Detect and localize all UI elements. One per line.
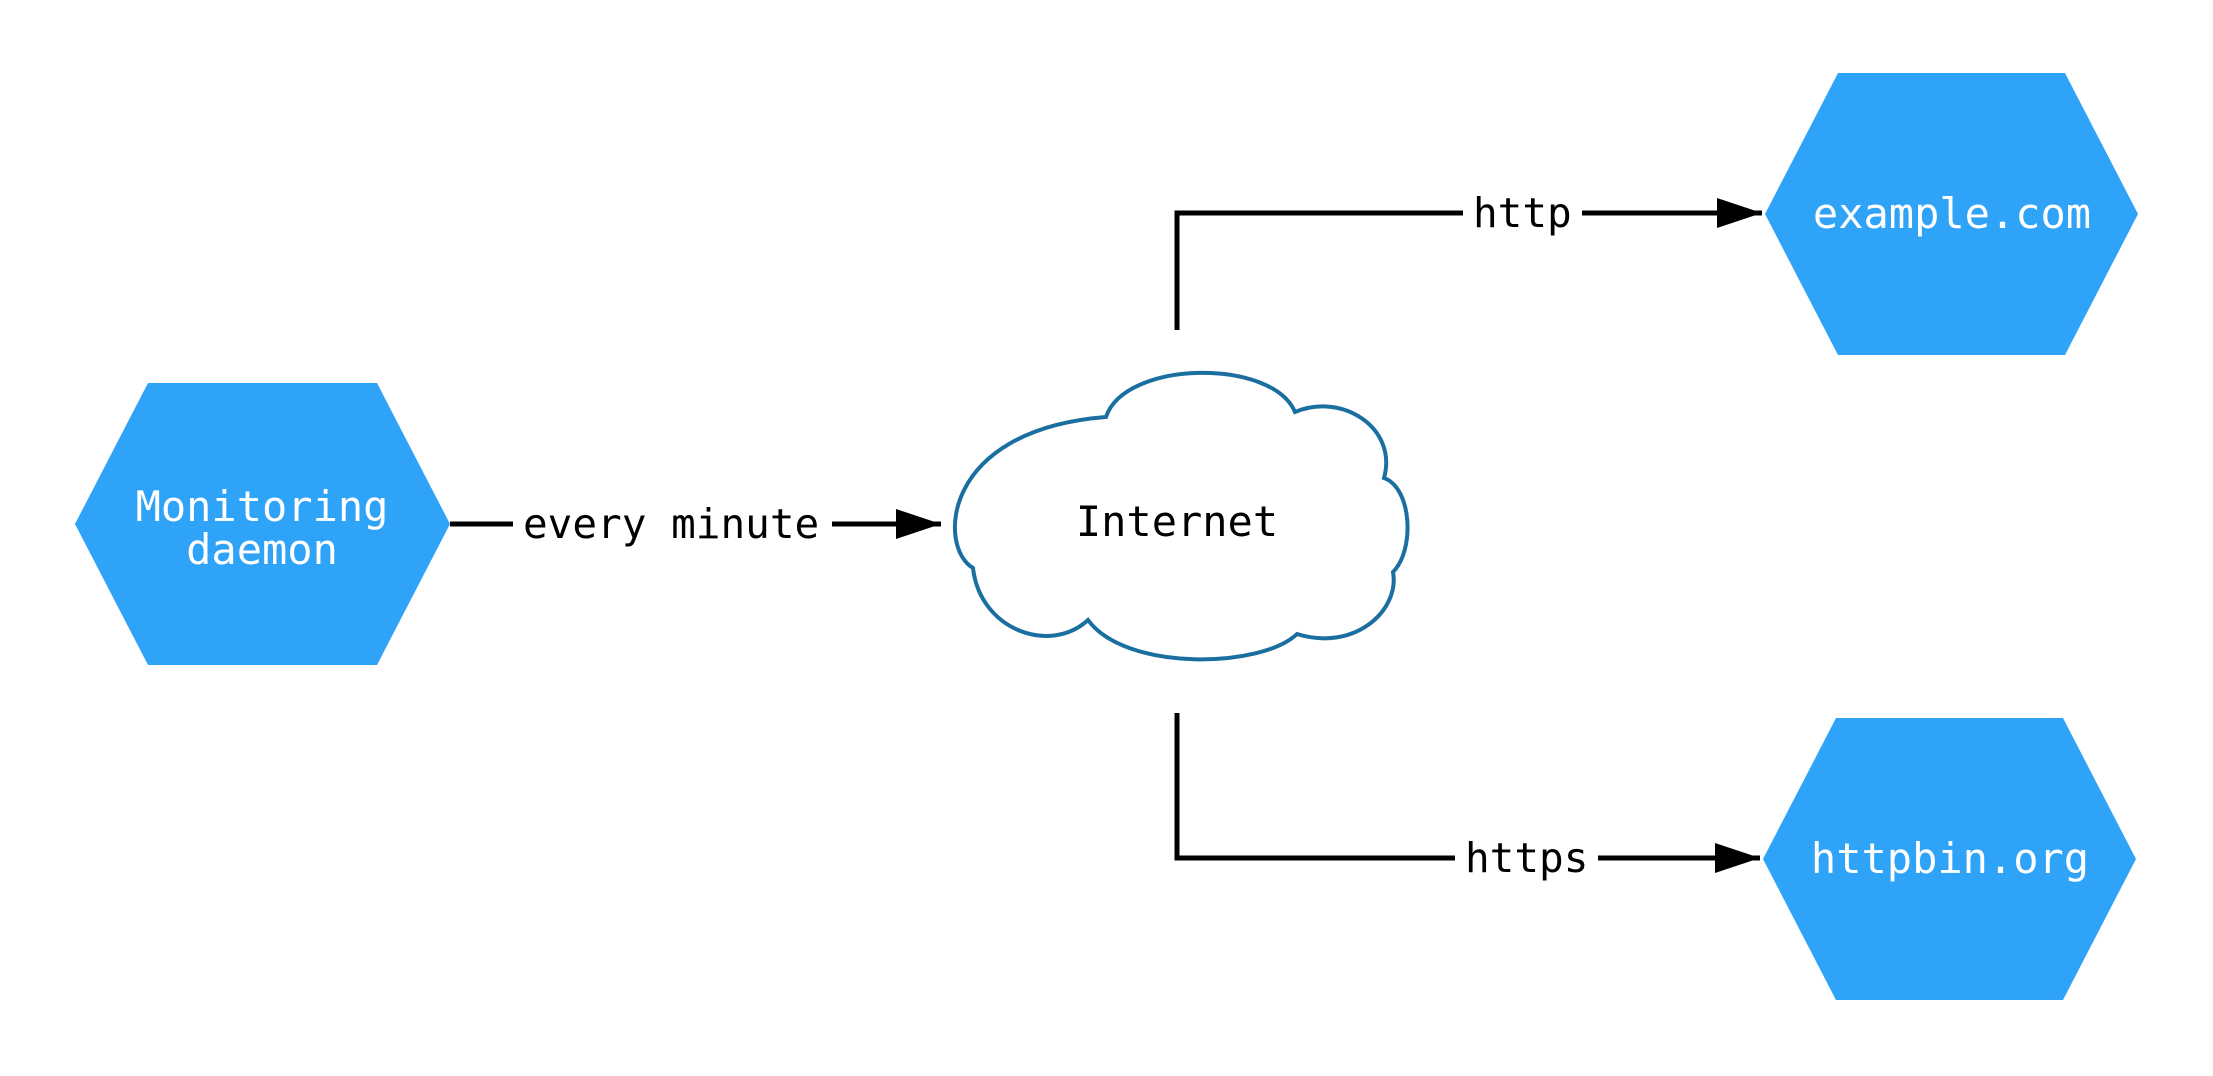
- edge-label-every-minute: every minute: [523, 500, 819, 548]
- node-httpbin-org: [1763, 718, 2136, 1000]
- node-example-com-label: example.com: [1813, 189, 2091, 238]
- edge-label-http: http: [1473, 189, 1572, 237]
- node-internet-cloud: [952, 370, 1410, 662]
- node-monitoring-daemon-label-line1: Monitoring: [136, 482, 389, 531]
- node-monitoring-daemon: [75, 383, 450, 665]
- edge-internet-to-httpbin-elbow: [1174, 713, 1455, 861]
- node-internet-label: Internet: [1076, 497, 1278, 546]
- edge-internet-to-example-elbow: [1174, 210, 1463, 330]
- edge-label-https: https: [1465, 834, 1588, 882]
- node-httpbin-org-label: httpbin.org: [1811, 834, 2089, 883]
- node-monitoring-daemon-label-line2: daemon: [186, 525, 338, 574]
- node-example-com: [1765, 73, 2138, 355]
